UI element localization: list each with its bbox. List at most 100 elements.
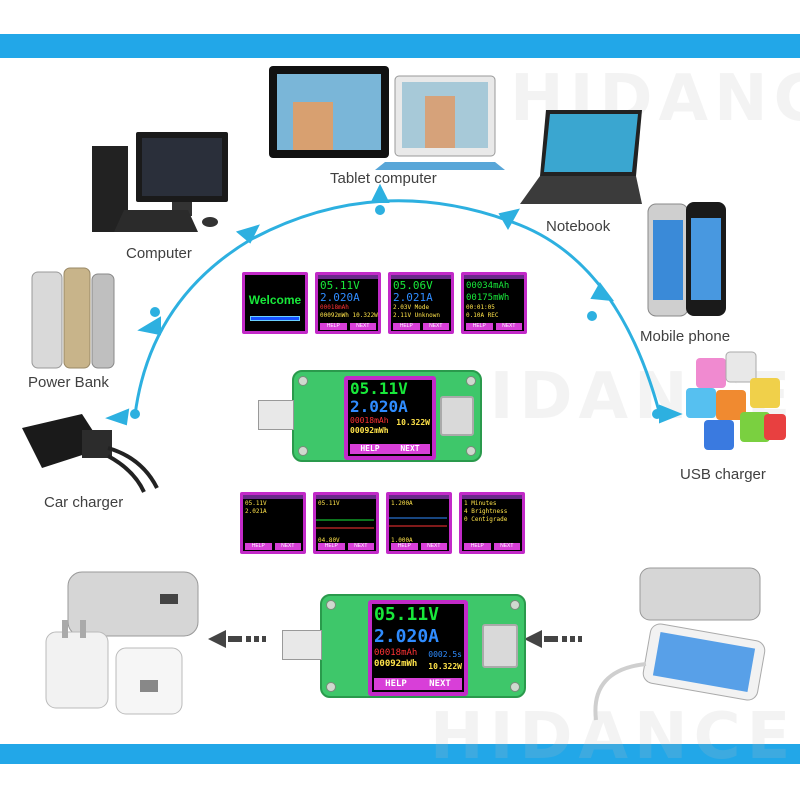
next-button[interactable]: NEXT xyxy=(347,543,374,550)
screen-record: 00034mAh 00175mWh 00:01:05 0.10A REC HEL… xyxy=(461,272,527,334)
energy-readout: 00092mWh 10.322W xyxy=(320,312,378,319)
help-button[interactable]: HELP xyxy=(391,543,418,550)
usb-male-plug xyxy=(258,400,294,430)
current-readout: 2.020A xyxy=(350,397,408,416)
notebook-image xyxy=(520,110,642,204)
help-button[interactable]: HELP xyxy=(318,543,345,550)
help-button[interactable]: HELP xyxy=(374,678,418,690)
help-button[interactable]: HELP xyxy=(393,323,420,330)
help-button[interactable]: HELP xyxy=(466,323,493,330)
progress-bar xyxy=(250,316,300,321)
voltage-readout: 05.06V xyxy=(393,279,433,292)
voltage-readout: 05.11V xyxy=(320,279,360,292)
screw xyxy=(466,446,476,456)
record-readout: 0.10A REC xyxy=(466,312,499,319)
bottom-blue-band xyxy=(0,744,800,764)
timer-readout: 00:01:05 xyxy=(466,304,495,311)
screen-voltage-graph: 05.11V 04.80V HELP NEXT xyxy=(313,492,379,554)
mwh-readout: 00092mWh xyxy=(350,426,389,435)
next-button[interactable]: NEXT xyxy=(495,323,522,330)
bottom-right-phone-image xyxy=(593,567,766,721)
power-readout: 10.322W xyxy=(396,418,430,427)
current-graph xyxy=(389,517,447,527)
watermark-logo: HIDANCE xyxy=(430,700,797,774)
next-button[interactable]: NEXT xyxy=(422,323,449,330)
current-readout: 2.021A xyxy=(393,291,433,304)
help-button[interactable]: HELP xyxy=(464,543,491,550)
screw xyxy=(298,446,308,456)
screen-welcome: Welcome xyxy=(242,272,308,334)
axis-top: 05.11V xyxy=(318,500,340,507)
next-button[interactable]: NEXT xyxy=(390,444,430,454)
screw xyxy=(510,682,520,692)
usb-female-port xyxy=(440,396,474,436)
computer-label: Computer xyxy=(126,245,192,262)
computer-image xyxy=(92,132,228,232)
usb-male-plug xyxy=(282,630,322,660)
bottom-left-charger-image xyxy=(45,571,199,715)
car-charger-image xyxy=(22,414,159,493)
status-bar xyxy=(464,275,524,279)
screw xyxy=(326,600,336,610)
meter-display: 05.11V 2.020A 00018mAh 00092mWh 10.322W … xyxy=(344,376,436,460)
current-readout: 2.020A xyxy=(374,626,440,647)
axis-top: 1.200A xyxy=(391,500,413,507)
next-button[interactable]: NEXT xyxy=(493,543,520,550)
tablet-image xyxy=(269,66,505,170)
next-button[interactable]: NEXT xyxy=(349,323,376,330)
usb-charger-image xyxy=(686,351,786,450)
top-blue-band xyxy=(0,34,800,58)
setting-minutes: 1 Minutes xyxy=(464,500,497,507)
screw xyxy=(298,376,308,386)
next-button[interactable]: NEXT xyxy=(420,543,447,550)
voltage-readout: 05.11V xyxy=(350,379,408,398)
time-readout: 0002.5s xyxy=(428,650,462,659)
mwh-readout: 00092mWh xyxy=(374,659,418,669)
axis-bottom: 04.80V xyxy=(318,537,340,544)
status-bar xyxy=(316,495,376,499)
usb-meter-bottom: 05.11V 2.020A 00018mAh 00092mWh 0002.5s … xyxy=(282,594,526,698)
notebook-label: Notebook xyxy=(546,218,611,235)
screen-main: 05.11V 2.020A 00018mAh 00092mWh 10.322W … xyxy=(315,272,381,334)
screen-current-graph: 1.200A 1.000A HELP NEXT xyxy=(386,492,452,554)
meter-display: 05.11V 2.020A 00018mAh 00092mWh 0002.5s … xyxy=(368,600,468,696)
help-button[interactable]: HELP xyxy=(350,444,390,454)
help-button[interactable]: HELP xyxy=(320,323,347,330)
current-readout: 2.021A xyxy=(245,508,267,515)
mwh-readout: 00175mWh xyxy=(466,293,510,303)
voltage-readout: 05.11V xyxy=(245,500,267,507)
power-bank-image xyxy=(31,267,115,369)
current-readout: 2.020A xyxy=(320,291,360,304)
axis-bottom: 1.000A xyxy=(391,537,413,544)
voltage-graph xyxy=(316,519,374,529)
next-button[interactable]: NEXT xyxy=(274,543,301,550)
dplus-readout: 2.03V Mode xyxy=(393,304,430,311)
mobile-phone-image xyxy=(647,202,726,317)
status-bar xyxy=(462,495,522,499)
mah-readout: 00018mAh xyxy=(374,648,418,658)
power-readout: 10.322W xyxy=(428,662,462,671)
status-bar xyxy=(389,495,449,499)
welcome-text: Welcome xyxy=(248,293,302,307)
voltage-readout: 05.11V xyxy=(374,604,440,625)
usb-meter-middle: 05.11V 2.020A 00018mAh 00092mWh 10.322W … xyxy=(258,370,482,462)
screw xyxy=(466,376,476,386)
usb-charger-label: USB charger xyxy=(680,466,766,483)
power-bank-label: Power Bank xyxy=(28,374,109,391)
screen-settings: 1 Minutes 4 Brightness 0 Centigrade HELP… xyxy=(459,492,525,554)
car-charger-label: Car charger xyxy=(44,494,124,511)
screw xyxy=(326,682,336,692)
next-button[interactable]: NEXT xyxy=(418,678,462,690)
screen-mode: 05.06V 2.021A 2.03V Mode 2.11V Unknown H… xyxy=(388,272,454,334)
tablet-label: Tablet computer xyxy=(330,170,437,187)
help-button[interactable]: HELP xyxy=(245,543,272,550)
screw xyxy=(510,600,520,610)
status-bar xyxy=(391,275,451,279)
capacity-readout: 00018mAh xyxy=(320,304,349,311)
usb-female-port xyxy=(482,624,518,668)
screen-dplus-dminus: 05.11V 2.021A HELP NEXT xyxy=(240,492,306,554)
setting-temperature: 0 Centigrade xyxy=(464,516,508,523)
setting-brightness: 4 Brightness xyxy=(464,508,508,515)
dminus-readout: 2.11V Unknown xyxy=(393,312,440,319)
